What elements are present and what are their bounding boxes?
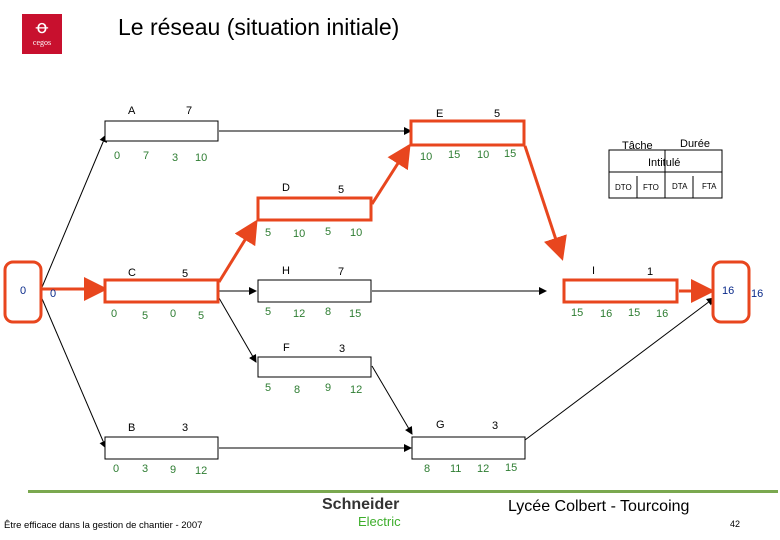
- task-fto: 10: [293, 228, 305, 240]
- task-name: F: [283, 342, 290, 354]
- logo-icon: ꝋ: [35, 17, 49, 37]
- task-dto: 10: [420, 151, 432, 163]
- task-box-C: C 5 0 5 0 5: [103, 267, 220, 322]
- end-node: [711, 260, 751, 324]
- task-name: A: [128, 105, 136, 117]
- task-dta: 9: [325, 382, 331, 394]
- task-fto: 12: [293, 308, 305, 320]
- task-dto: 0: [113, 463, 119, 475]
- page-title: Le réseau (situation initiale): [118, 14, 400, 40]
- task-fta: 12: [350, 384, 362, 396]
- start-node-date: 0: [50, 288, 56, 300]
- task-box-B: B 3 0 3 9 12: [104, 422, 219, 477]
- task-dto: 15: [571, 307, 583, 319]
- arrow-C-F: [218, 297, 257, 363]
- task-duration: 7: [338, 266, 344, 278]
- legend-tache: Tâche: [622, 140, 653, 152]
- arrow-E-I: [523, 145, 567, 261]
- task-dto: 0: [111, 308, 117, 320]
- brand-name: Schneider: [322, 496, 400, 513]
- brand-sub: Electric: [358, 514, 401, 529]
- task-box-H: H 7 5 12 8 15: [257, 265, 372, 320]
- task-name: I: [592, 265, 595, 277]
- task-fta: 10: [195, 152, 207, 164]
- task-fto: 5: [142, 310, 148, 322]
- footer-left-text: Être efficace dans la gestion de chantie…: [4, 520, 203, 531]
- task-duration: 3: [339, 343, 345, 355]
- arrow-D-E: [370, 143, 411, 205]
- task-duration: 5: [182, 268, 188, 280]
- legend-box: Tâche Durée Intitulé DTO FTO DTA FTA: [608, 138, 723, 199]
- page-number: 42: [730, 519, 741, 529]
- task-name: G: [436, 419, 445, 431]
- task-box-E: E 5 10 15 10 15: [409, 108, 526, 163]
- task-name: C: [128, 267, 136, 279]
- footer-divider: [28, 490, 778, 493]
- task-box-A: A 7 0 7 3 10: [104, 105, 219, 164]
- task-fto: 15: [448, 149, 460, 161]
- task-duration: 3: [182, 422, 188, 434]
- task-box-D: D 5 5 10 5 10: [256, 182, 373, 240]
- task-name: H: [282, 265, 290, 277]
- normal-arrows: [39, 127, 715, 452]
- legend-dto: DTO: [615, 183, 632, 192]
- task-fto: 3: [142, 463, 148, 475]
- arrow-G-end: [524, 297, 715, 441]
- task-fta: 16: [656, 308, 668, 320]
- task-dta: 5: [325, 226, 331, 238]
- task-fta: 15: [505, 462, 517, 474]
- task-dta: 10: [477, 149, 489, 161]
- task-dta: 0: [170, 308, 176, 320]
- task-box-G: G 3 8 11 12 15: [411, 419, 526, 475]
- arrow-start-A: [39, 134, 107, 293]
- arrow-F-G: [371, 365, 413, 435]
- critical-arrows: [42, 143, 715, 303]
- task-dta: 8: [325, 306, 331, 318]
- task-dta: 3: [172, 152, 178, 164]
- task-box-F: F 3 5 8 9 12: [257, 342, 372, 396]
- legend-fta: FTA: [702, 182, 717, 191]
- task-fta: 15: [349, 308, 361, 320]
- task-fta: 10: [350, 227, 362, 239]
- task-fto: 16: [600, 308, 612, 320]
- task-dto: 5: [265, 306, 271, 318]
- arrow-start-B: [39, 293, 107, 449]
- task-dto: 0: [114, 150, 120, 162]
- task-fto: 8: [294, 384, 300, 396]
- task-duration: 7: [186, 105, 192, 117]
- logo-text: cegos: [32, 38, 52, 47]
- start-node: [3, 260, 43, 324]
- task-fto: 7: [143, 150, 149, 162]
- task-dto: 5: [265, 227, 271, 239]
- task-duration: 5: [494, 108, 500, 120]
- schneider-logo: Schneider Electric: [322, 496, 412, 536]
- task-fta: 12: [195, 465, 207, 477]
- task-name: E: [436, 108, 443, 120]
- task-dto: 8: [424, 463, 430, 475]
- arrow-C-D: [217, 219, 258, 283]
- legend-duree: Durée: [680, 138, 710, 150]
- legend-fto: FTO: [643, 183, 659, 192]
- task-dto: 5: [265, 382, 271, 394]
- task-duration: 3: [492, 420, 498, 432]
- end-node-date: 16: [751, 288, 763, 300]
- cegos-logo: ꝋ cegos: [22, 14, 62, 54]
- task-dta: 9: [170, 464, 176, 476]
- end-node-value: 16: [722, 285, 734, 297]
- task-dta: 15: [628, 307, 640, 319]
- task-dta: 12: [477, 463, 489, 475]
- task-box-I: I 1 15 16 15 16: [562, 265, 679, 320]
- footer-right-text: Lycée Colbert - Tourcoing: [508, 498, 690, 515]
- task-duration: 1: [647, 266, 653, 278]
- task-fto: 11: [450, 463, 461, 475]
- task-name: D: [282, 182, 290, 194]
- task-duration: 5: [338, 184, 344, 196]
- start-node-value: 0: [20, 285, 26, 297]
- legend-dta: DTA: [672, 182, 688, 191]
- task-fta: 5: [198, 310, 204, 322]
- task-name: B: [128, 422, 135, 434]
- task-fta: 15: [504, 148, 516, 160]
- legend-intitule: Intitulé: [648, 157, 680, 169]
